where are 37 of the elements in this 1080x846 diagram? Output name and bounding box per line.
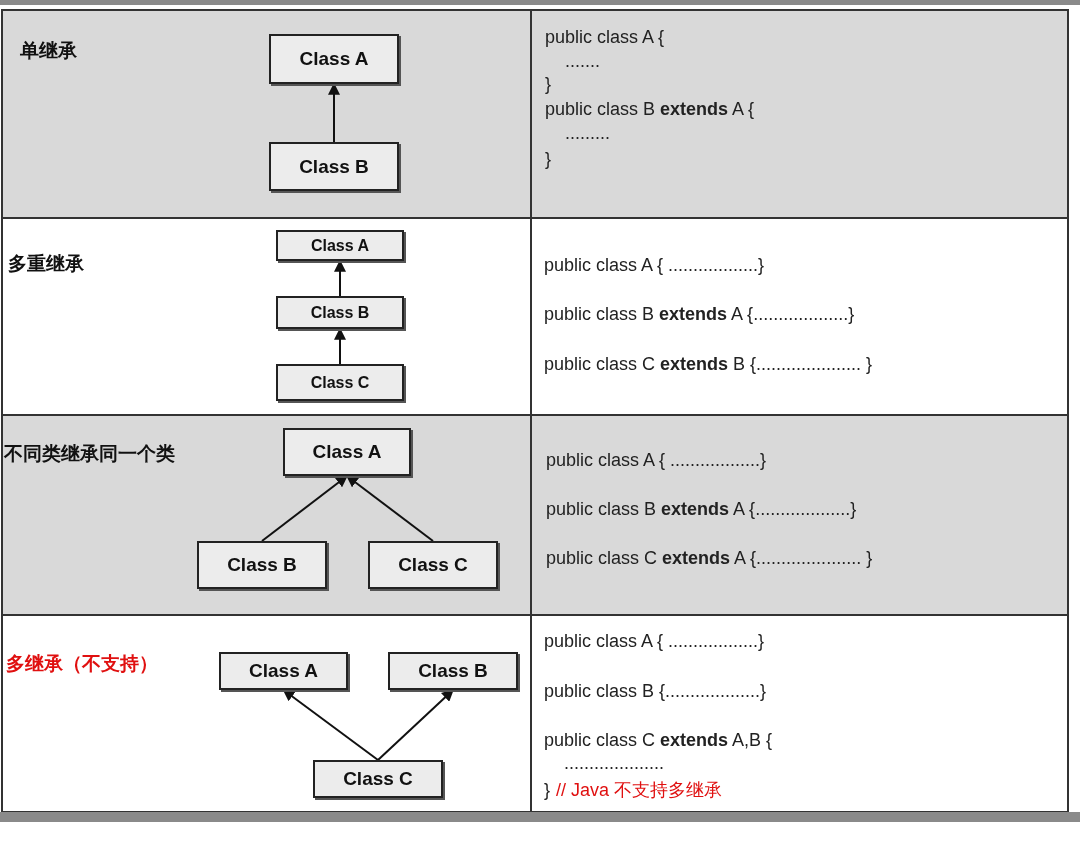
code-line: } xyxy=(544,779,550,801)
class-box: Class C xyxy=(276,364,404,401)
class-box: Class B xyxy=(197,541,327,589)
class-box: Class C xyxy=(368,541,498,589)
code-line: } xyxy=(545,148,551,170)
class-box: Class A xyxy=(219,652,348,690)
code-line: public class B extends A { xyxy=(545,98,755,120)
code-line: ....... xyxy=(565,50,600,72)
code-line: public class A { ..................} xyxy=(544,254,765,276)
code-line: public class C extends A,B { xyxy=(544,729,773,751)
code-comment: // Java 不支持多继承 xyxy=(556,779,723,801)
code-line: public class B extends A {...................} xyxy=(546,498,857,520)
row-heading: 单继承 xyxy=(20,40,77,62)
inheritance-arrow xyxy=(282,689,379,761)
code-line: public class A { ..................} xyxy=(546,449,767,471)
code-line: public class B {...................} xyxy=(544,680,767,702)
class-box: Class C xyxy=(313,760,443,798)
inheritance-arrow xyxy=(346,475,434,542)
code-line: public class A { ..................} xyxy=(544,630,765,652)
class-box: Class A xyxy=(283,428,411,476)
code-line: public class A { xyxy=(545,26,665,48)
class-box: Class A xyxy=(269,34,399,84)
code-line: .................... xyxy=(564,752,665,774)
code-line: public class C extends A {..................... } xyxy=(546,547,873,569)
row-heading: 多重继承 xyxy=(8,253,84,275)
row-heading: 不同类继承同一个类 xyxy=(4,443,175,465)
class-box: Class B xyxy=(388,652,518,690)
code-line: ......... xyxy=(565,122,610,144)
class-box: Class A xyxy=(276,230,404,261)
code-line: public class B extends A {...................} xyxy=(544,303,855,325)
row-heading: 多继承（不支持） xyxy=(6,653,158,675)
class-box: Class B xyxy=(276,296,404,329)
code-line: } xyxy=(545,73,551,95)
class-box: Class B xyxy=(269,142,399,191)
code-line: public class C extends B {..................... } xyxy=(544,353,873,375)
inheritance-arrow xyxy=(261,475,348,542)
inheritance-arrow xyxy=(377,689,454,761)
